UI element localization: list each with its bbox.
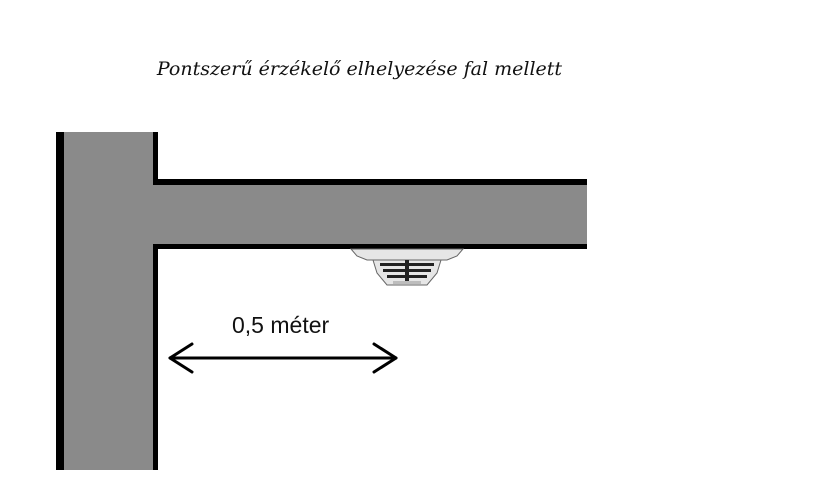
wall-and-ceiling (56, 132, 587, 470)
arrow-head-right (372, 342, 398, 374)
wall-ceiling-body (56, 132, 587, 470)
wall-upper-inner-edge (153, 132, 158, 185)
wall-outer-edge (56, 132, 64, 470)
wall-room-edge (153, 244, 158, 470)
ceiling-top-edge (153, 179, 587, 185)
diagram-title: Pontszerű érzékelő elhelyezése fal melle… (156, 58, 563, 80)
arrow-head-left (168, 342, 194, 374)
smoke-detector (349, 248, 465, 286)
distance-arrow (168, 342, 398, 374)
ceiling-bottom-edge (153, 244, 587, 249)
detector-base (349, 248, 465, 261)
detector-tip (393, 281, 421, 284)
detector-center-slot (405, 260, 409, 282)
distance-label: 0,5 méter (232, 312, 330, 338)
